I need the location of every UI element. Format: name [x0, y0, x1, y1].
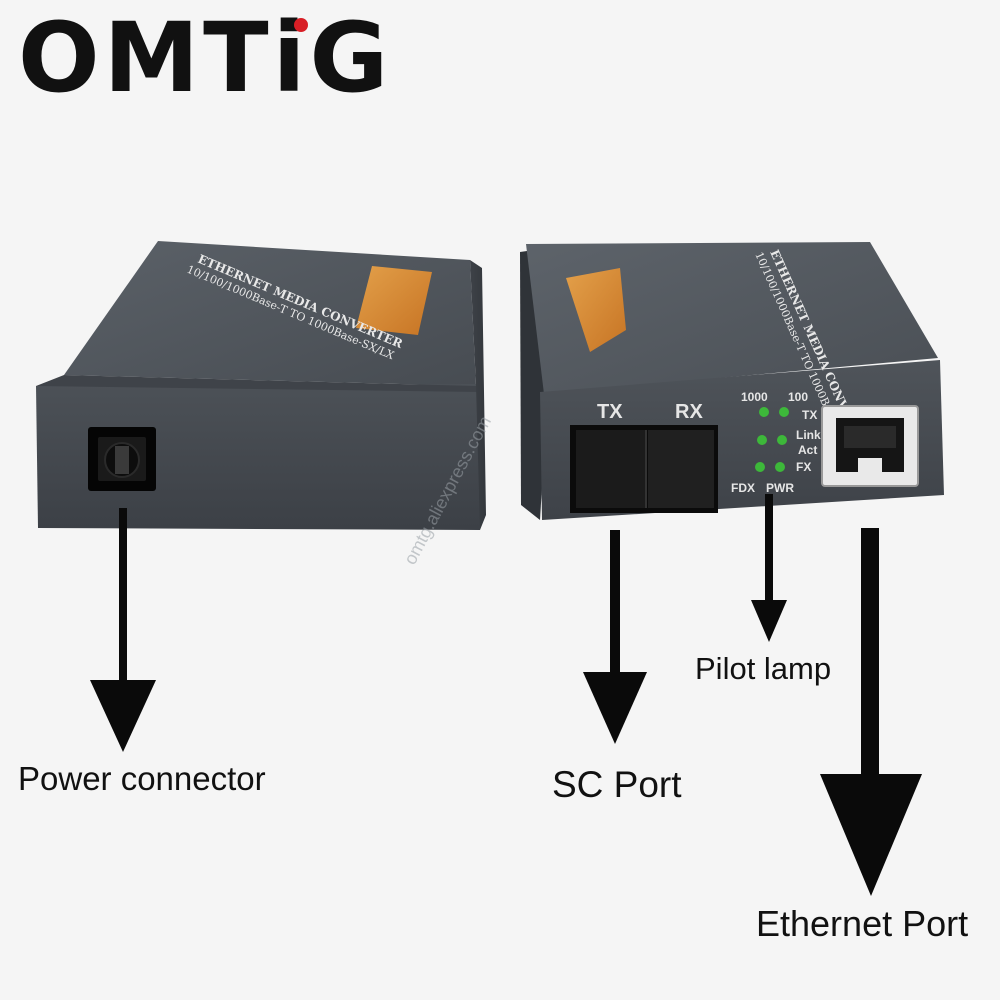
- led-tx-label: TX: [802, 408, 817, 422]
- arrow-ethernet: [820, 528, 922, 896]
- sc-port-label: SC Port: [552, 764, 682, 805]
- right-sticker: [566, 268, 626, 352]
- left-front-face: [36, 384, 480, 530]
- power-connector: [88, 427, 156, 491]
- led-link-label: Link: [796, 428, 821, 442]
- led-pwr-label: PWR: [766, 481, 794, 495]
- pilot-lamp-panel: 1000 100 TX Link Act FX FDX PWR: [731, 390, 821, 495]
- led-light: [779, 407, 789, 417]
- sc-port: [570, 425, 718, 513]
- led-fx-label: FX: [796, 460, 811, 474]
- ethernet-port-label: Ethernet Port: [756, 903, 969, 944]
- pilot-lamp-label: Pilot lamp: [695, 651, 832, 686]
- omtig-logo: OMTiG: [18, 10, 392, 106]
- led-act-label: Act: [798, 443, 817, 457]
- led-light: [775, 462, 785, 472]
- led-light: [759, 407, 769, 417]
- arrow-power: [90, 508, 156, 752]
- port-rx-label: RX: [675, 401, 703, 423]
- led-light: [757, 435, 767, 445]
- left-sticker: [356, 266, 432, 335]
- logo-text: OMTiG: [18, 2, 393, 114]
- ethernet-port: [821, 405, 919, 487]
- left-top-edge: [36, 375, 480, 392]
- arrow-sc: [583, 530, 647, 744]
- power-connector-label: Power connector: [18, 760, 266, 797]
- led-fdx-label: FDX: [731, 481, 755, 495]
- arrow-pilot: [751, 494, 787, 642]
- led-1000-label: 1000: [741, 390, 768, 404]
- led-100-label: 100: [788, 390, 808, 404]
- port-tx-label: TX: [597, 401, 623, 423]
- left-side-face: [470, 260, 486, 530]
- logo-dot-icon: [294, 18, 308, 32]
- converter-right: ETHERNET MEDIA CONVERTER 10/100/1000Base…: [520, 242, 944, 520]
- led-light: [777, 435, 787, 445]
- led-light: [755, 462, 765, 472]
- converter-left: ETHERNET MEDIA CONVERTER 10/100/1000Base…: [36, 241, 486, 530]
- right-top-face: [526, 242, 938, 394]
